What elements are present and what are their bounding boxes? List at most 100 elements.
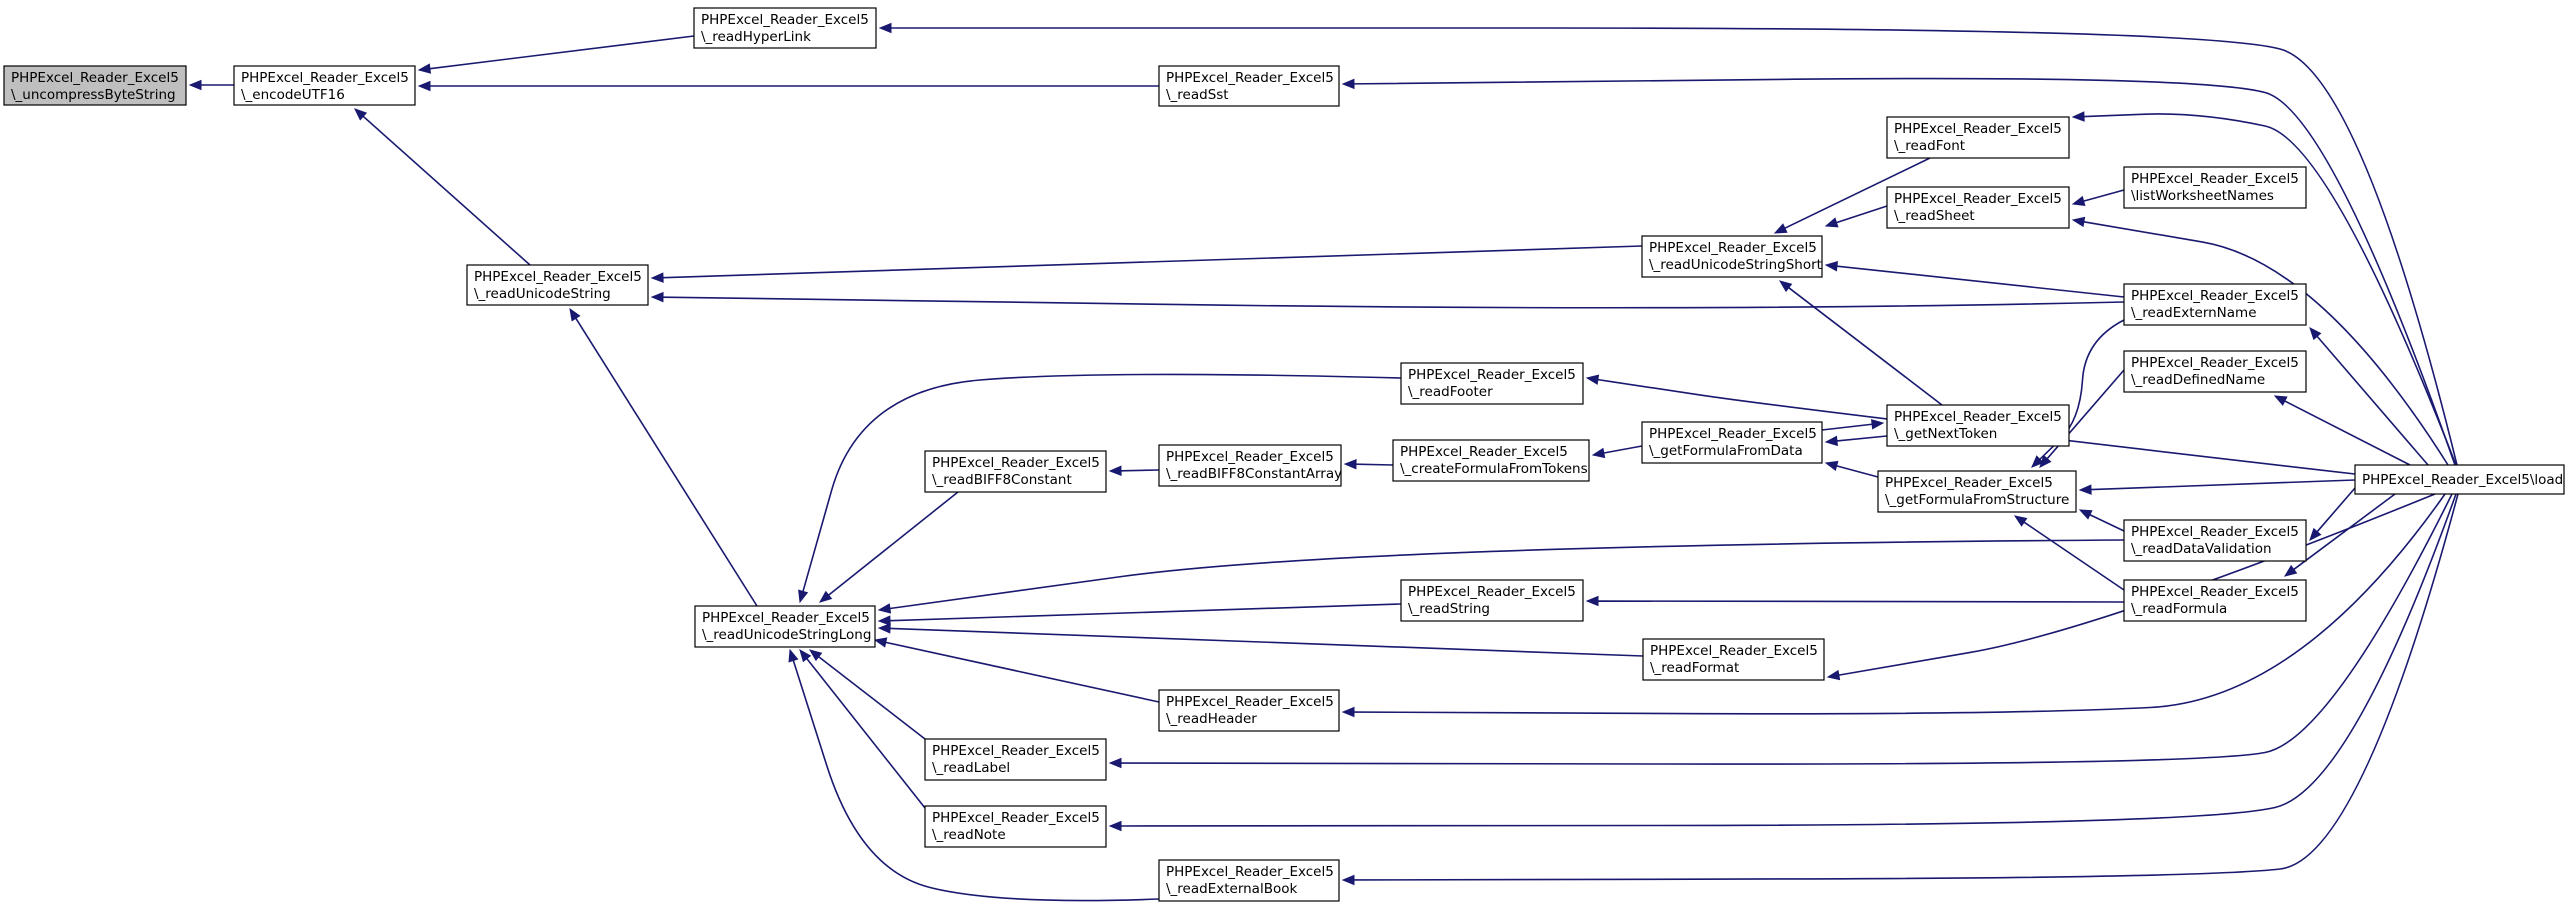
arrowhead-icon <box>650 291 664 303</box>
node-readUnicodeStringShort[interactable]: PHPExcel_Reader_Excel5\_readUnicodeStrin… <box>1641 235 1823 278</box>
node-label-class: PHPExcel_Reader_Excel5 <box>2131 584 2299 600</box>
node-label-class: PHPExcel_Reader_Excel5 <box>932 810 1100 826</box>
edge-readExternName-to-readUnicodeString <box>650 291 2125 309</box>
arrowhead-icon <box>798 589 809 604</box>
node-readLabel[interactable]: PHPExcel_Reader_Excel5\_readLabel <box>924 738 1107 781</box>
node-readFormat[interactable]: PHPExcel_Reader_Excel5\_readFormat <box>1642 638 1825 681</box>
node-label-class: PHPExcel_Reader_Excel5 <box>1166 864 1334 880</box>
edge-line <box>1836 205 1888 224</box>
node-box <box>1158 444 1342 487</box>
arrowhead-icon <box>1585 374 1600 385</box>
node-readFooter[interactable]: PHPExcel_Reader_Excel5\_readFooter <box>1400 362 1584 405</box>
node-box <box>1400 579 1584 622</box>
node-getFormulaFromData[interactable]: PHPExcel_Reader_Excel5\_getFormulaFromDa… <box>1641 421 1823 464</box>
node-box <box>924 450 1107 493</box>
arrowhead-icon <box>799 648 812 663</box>
node-box <box>1877 470 2077 513</box>
node-listWorksheetNames[interactable]: PHPExcel_Reader_Excel5\listWorksheetName… <box>2123 166 2307 209</box>
edge-readSheet-to-readUnicodeStringShort <box>1824 205 1888 228</box>
node-uncompressByteString[interactable]: PHPExcel_Reader_Excel5\_uncompressByteSt… <box>3 65 187 106</box>
node-readHyperLink[interactable]: PHPExcel_Reader_Excel5\_readHyperLink <box>693 7 877 49</box>
edge-load-to-readExternName <box>2309 326 2429 466</box>
node-label-class: PHPExcel_Reader_Excel5 <box>1166 449 1334 465</box>
node-label-method: \_readHeader <box>1166 711 1257 727</box>
node-box <box>1886 404 2070 447</box>
node-readBIFF8ConstantArray[interactable]: PHPExcel_Reader_Excel5\_readBIFF8Constan… <box>1158 444 1342 487</box>
node-readDataValidation[interactable]: PHPExcel_Reader_Excel5\_readDataValidati… <box>2123 519 2307 562</box>
node-label-method: \_readFont <box>1894 138 1965 154</box>
node-readExternalBook[interactable]: PHPExcel_Reader_Excel5\_readExternalBook <box>1158 859 1340 902</box>
node-readNote[interactable]: PHPExcel_Reader_Excel5\_readNote <box>924 805 1107 848</box>
arrowhead-icon <box>2309 527 2322 541</box>
node-load[interactable]: PHPExcel_Reader_Excel5\load <box>2354 464 2565 495</box>
node-label-method: \_readSheet <box>1894 208 1975 224</box>
node-label-method: \_encodeUTF16 <box>241 87 345 103</box>
node-readDefinedName[interactable]: PHPExcel_Reader_Excel5\_readDefinedName <box>2123 350 2307 393</box>
edge-line <box>889 539 2125 610</box>
node-box <box>1400 362 1584 405</box>
edge-getFormulaFromStructure-to-getFormulaFromData <box>1824 460 1879 478</box>
node-box <box>924 805 1107 848</box>
node-box <box>924 738 1107 781</box>
node-box <box>3 65 187 106</box>
edge-load-to-readNote <box>1108 493 2457 832</box>
edge-line <box>1120 493 2453 765</box>
edge-readFormula-to-readString <box>1585 595 2125 607</box>
node-box <box>1158 689 1340 732</box>
node-readSst[interactable]: PHPExcel_Reader_Excel5\_readSst <box>1158 65 1340 107</box>
node-readFont[interactable]: PHPExcel_Reader_Excel5\_readFont <box>1886 116 2070 159</box>
edge-line <box>2023 521 2125 591</box>
arrowhead-icon <box>2078 484 2092 495</box>
edge-line <box>2083 113 2457 466</box>
node-getNextToken[interactable]: PHPExcel_Reader_Excel5\_getNextToken <box>1886 404 2070 447</box>
edge-line <box>2316 335 2429 466</box>
node-readUnicodeString[interactable]: PHPExcel_Reader_Excel5\_readUnicodeStrin… <box>466 264 649 306</box>
node-label-method: \_readFooter <box>1408 384 1493 400</box>
edge-readString-to-readUnicodeStringLong <box>877 603 1402 626</box>
node-label-method: \_createFormulaFromTokens <box>1400 461 1588 477</box>
node-readString[interactable]: PHPExcel_Reader_Excel5\_readString <box>1400 579 1584 622</box>
arrowhead-icon <box>2071 216 2086 228</box>
node-readUnicodeStringLong[interactable]: PHPExcel_Reader_Excel5\_readUnicodeStrin… <box>694 605 876 648</box>
edge-line <box>802 373 1402 592</box>
edge-line <box>2083 189 2125 202</box>
node-readSheet[interactable]: PHPExcel_Reader_Excel5\_readSheet <box>1886 186 2070 229</box>
arrowhead-icon <box>569 307 581 322</box>
edge-readDefinedName-to-readUnicodeStringShort <box>1824 261 2125 298</box>
edge-line <box>1603 445 1643 454</box>
edge-line <box>575 317 758 607</box>
edge-readHeader-to-readUnicodeStringLong <box>873 637 1160 703</box>
arrowhead-icon <box>1591 447 1606 459</box>
node-label-method: \_readUnicodeStringShort <box>1649 257 1822 273</box>
edge-line <box>1836 435 1888 442</box>
node-createFormulaFromTokens[interactable]: PHPExcel_Reader_Excel5\_createFormulaFro… <box>1392 439 1590 482</box>
node-readHeader[interactable]: PHPExcel_Reader_Excel5\_readHeader <box>1158 689 1340 732</box>
node-box <box>694 605 876 648</box>
edge-line <box>362 115 531 266</box>
edge-line <box>662 296 2125 309</box>
node-getFormulaFromStructure[interactable]: PHPExcel_Reader_Excel5\_getFormulaFromSt… <box>1877 470 2077 513</box>
edge-readFormula-to-getFormulaFromStructure <box>2013 515 2125 591</box>
edge-readUnicodeString-to-encodeUTF16 <box>354 108 531 266</box>
edge-line <box>2284 400 2411 466</box>
node-label-method: \_readFormula <box>2131 601 2227 617</box>
node-encodeUTF16[interactable]: PHPExcel_Reader_Excel5\_encodeUTF16 <box>233 65 416 106</box>
edge-line <box>1784 157 1931 229</box>
edge-load-to-readFont <box>2071 111 2457 466</box>
node-readExternName[interactable]: PHPExcel_Reader_Excel5\_readExternName <box>2123 283 2307 326</box>
node-label-method: \_readBIFF8Constant <box>932 472 1072 488</box>
node-label-class: PHPExcel_Reader_Excel5 <box>702 610 870 626</box>
node-label-class: PHPExcel_Reader_Excel5 <box>1408 367 1576 383</box>
edge-load-to-readHeader <box>1341 493 2446 718</box>
node-readFormula[interactable]: PHPExcel_Reader_Excel5\_readFormula <box>2123 579 2307 622</box>
node-label-class: PHPExcel_Reader_Excel5 <box>2131 171 2299 187</box>
arrowhead-icon <box>354 108 368 121</box>
node-box <box>1158 65 1340 107</box>
nodes-layer: PHPExcel_Reader_Excel5\_uncompressByteSt… <box>3 7 2565 902</box>
edges-layer <box>188 22 2459 902</box>
node-box <box>1886 116 2070 159</box>
node-readBIFF8Constant[interactable]: PHPExcel_Reader_Excel5\_readBIFF8Constan… <box>924 450 1107 493</box>
edge-readFont-to-readUnicodeStringShort <box>1773 157 1931 234</box>
node-box <box>2123 283 2307 326</box>
